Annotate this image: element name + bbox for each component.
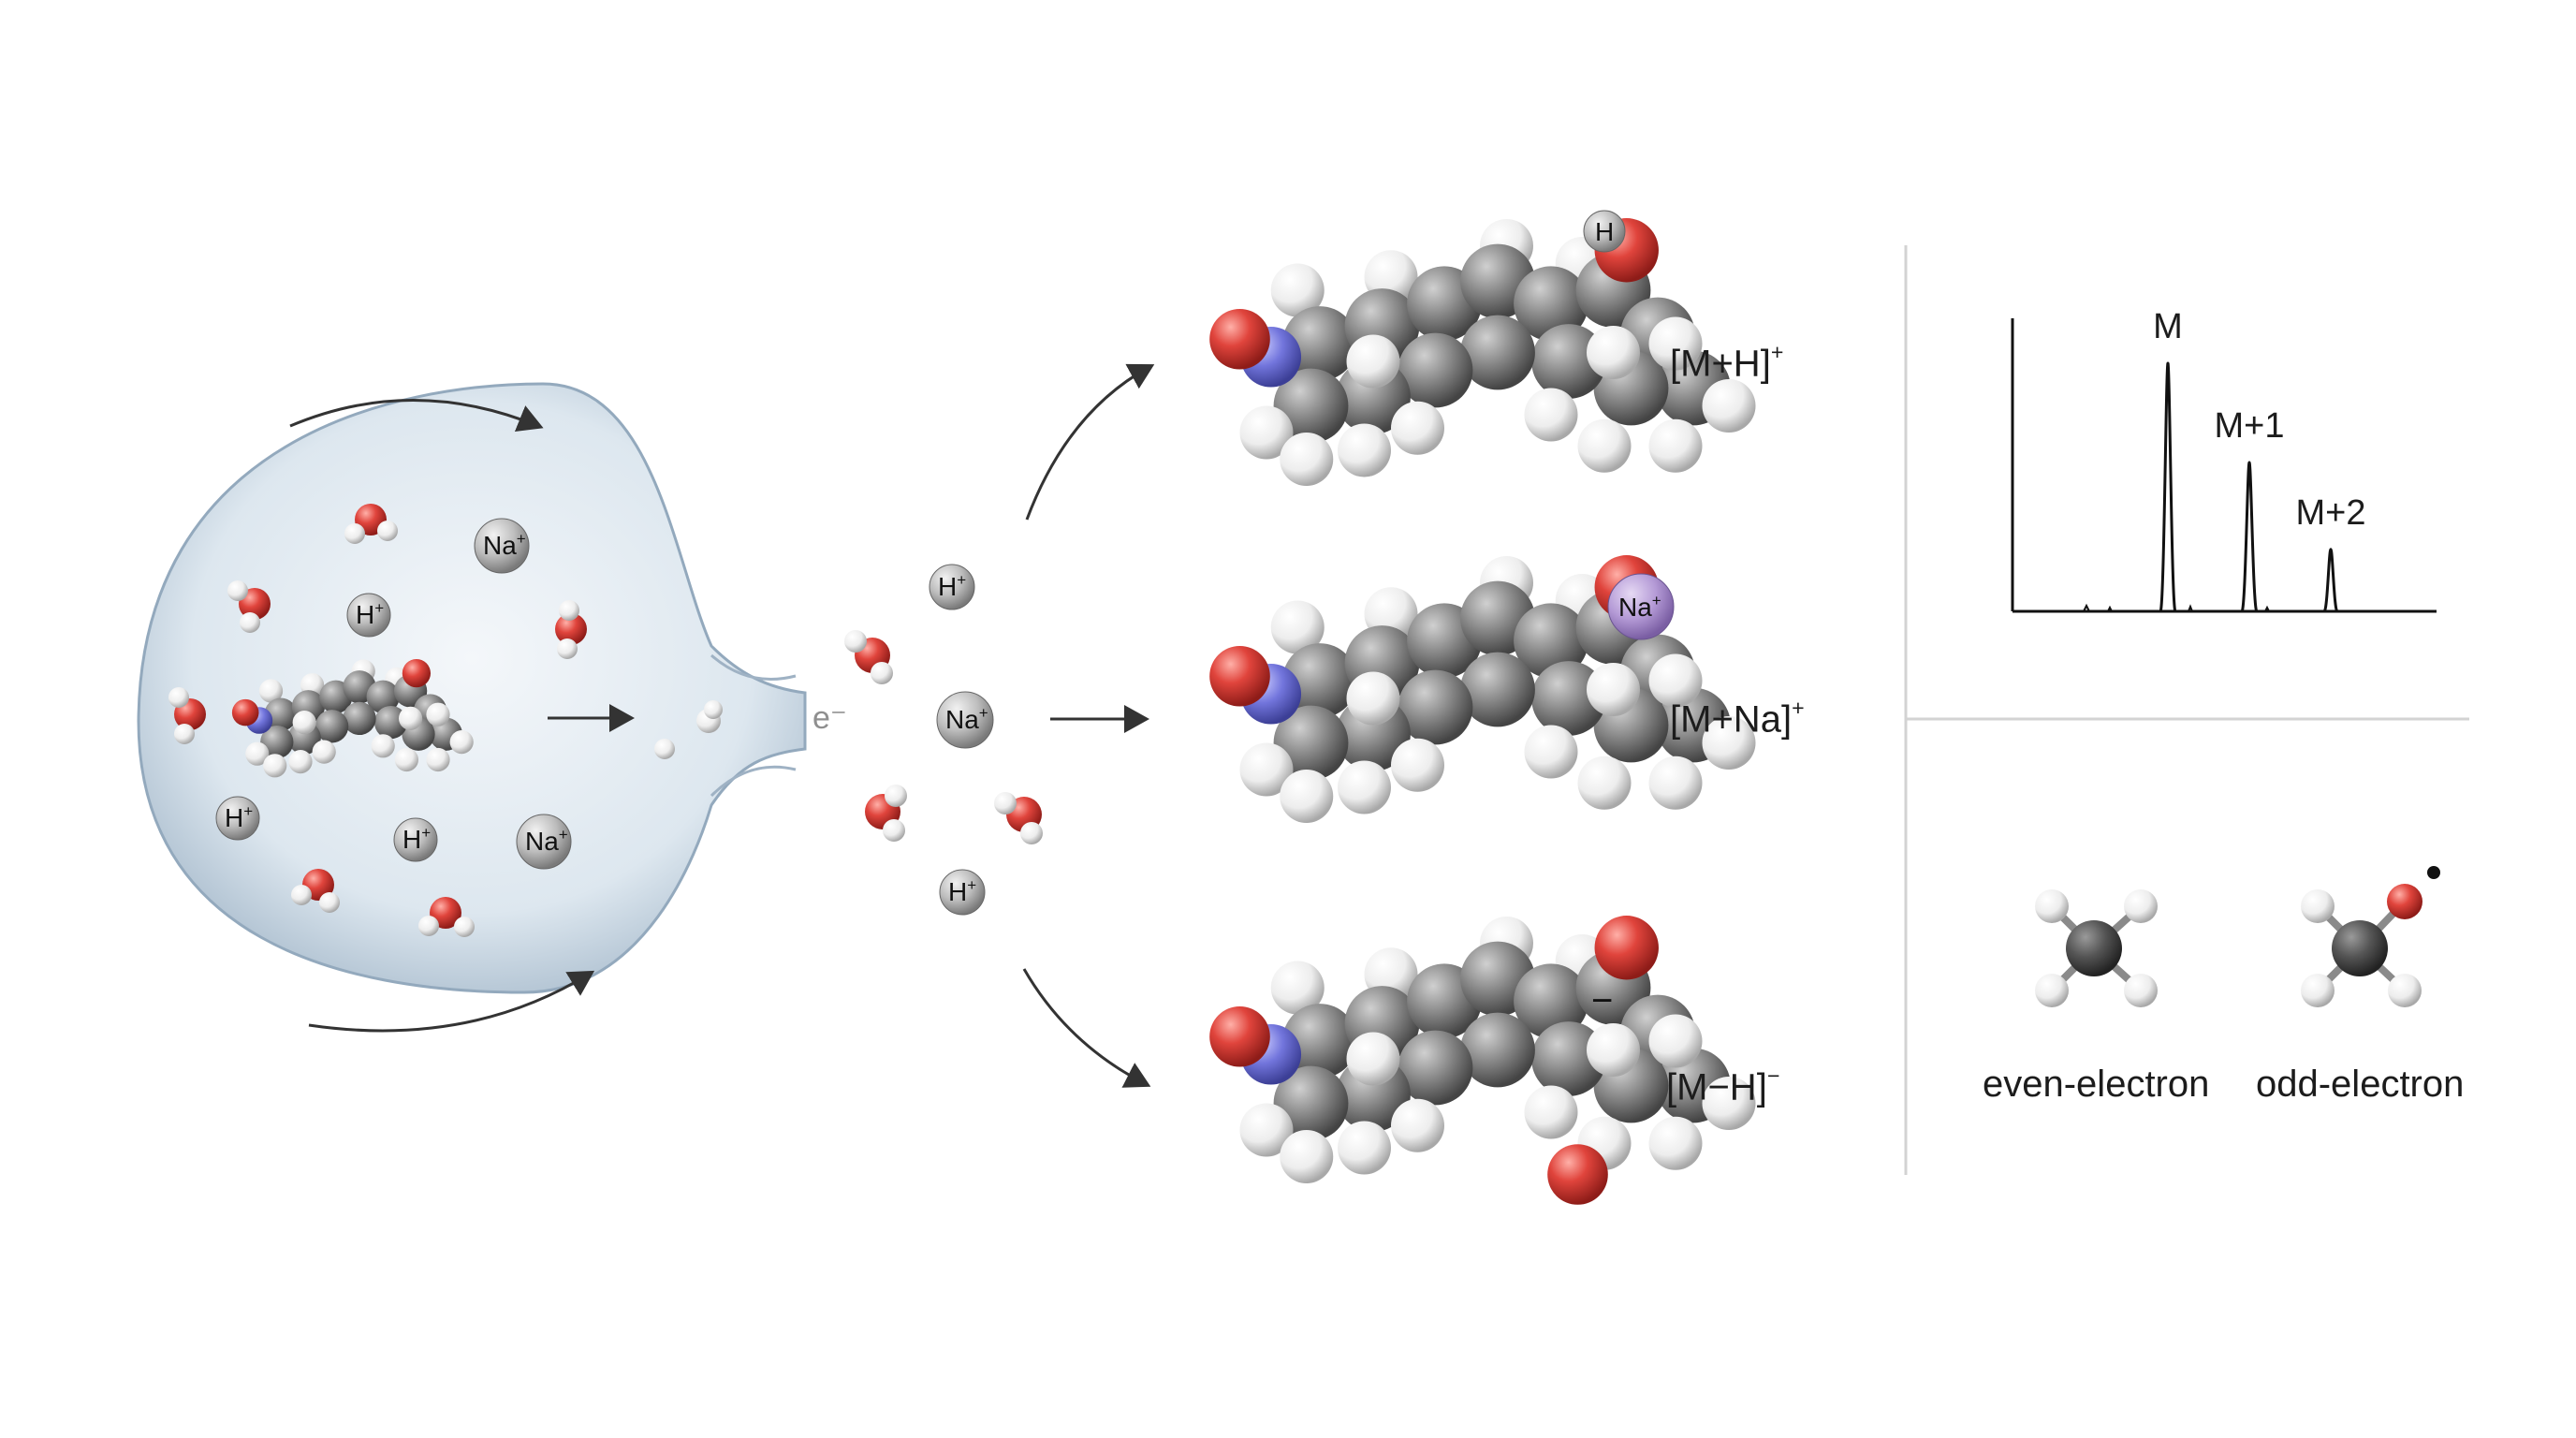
adduct-label-sodiated: [M+Na]+ [1670, 695, 1805, 741]
adduct-molecule-deprotonated [1209, 916, 1756, 1205]
droplet-ion-h-1: H+ [346, 593, 391, 638]
spectrum-peak [2159, 361, 2177, 613]
even-electron-label: even-electron [1983, 1064, 2210, 1105]
ion-label: Na+ [945, 704, 988, 734]
svg-text:H: H [1595, 217, 1614, 246]
ion-label: H+ [356, 599, 384, 629]
ion-label: H+ [225, 802, 253, 832]
radical-dot [2427, 866, 2440, 879]
even-electron-molecule [2035, 889, 2158, 1007]
adduct-label-deprotonated: [M−H]− [1666, 1063, 1780, 1108]
droplet-ion-na-1: Na+ [474, 518, 530, 574]
attached-ion-na: Na+ [1607, 573, 1675, 640]
ion-label: Na+ [483, 530, 526, 560]
pathway-arrow-deprotonated [1022, 968, 1151, 1088]
ion-label: H+ [948, 876, 976, 906]
ion-label: H+ [402, 824, 431, 854]
droplet-ion-na-2: Na+ [516, 814, 572, 870]
mass-spectrum [2011, 318, 2437, 613]
ejected-fragments [654, 700, 723, 759]
droplet [137, 382, 807, 994]
peak-label-m: M [2153, 307, 2183, 346]
droplet-ion-h-3: H+ [393, 817, 438, 862]
attached-ion-h: H [1583, 210, 1626, 253]
rotation-arrow-bottom [308, 970, 595, 1033]
droplet-ion-h-2: H+ [215, 796, 260, 841]
spectrum-peak [2322, 548, 2339, 613]
ion-label: Na+ [525, 826, 568, 856]
ion-label: H+ [938, 571, 966, 601]
evaporation-symbol: e⁻ [812, 700, 847, 736]
gas-water-molecules [844, 630, 1043, 844]
odd-electron-molecule [2301, 866, 2440, 1007]
gas-ion-h-1: H+ [929, 564, 975, 610]
gas-ion-h-2: H+ [939, 869, 986, 916]
droplet-water-molecules [168, 504, 587, 937]
peak-label-m1: M+1 [2214, 406, 2285, 446]
adduct-molecule-sodiated [1209, 555, 1756, 823]
adduct-label-protonated: [M+H]+ [1670, 339, 1784, 385]
pathway-arrow-protonated [1025, 363, 1155, 521]
odd-electron-label: odd-electron [2256, 1064, 2465, 1105]
svg-text:Na+: Na+ [1618, 592, 1661, 622]
gas-ion-na: Na+ [936, 691, 994, 749]
spectrum-peak [2240, 461, 2259, 613]
rotation-arrow-top [289, 399, 544, 432]
negative-charge-marker: − [1591, 980, 1613, 1021]
peak-label-m2: M+2 [2295, 492, 2366, 533]
